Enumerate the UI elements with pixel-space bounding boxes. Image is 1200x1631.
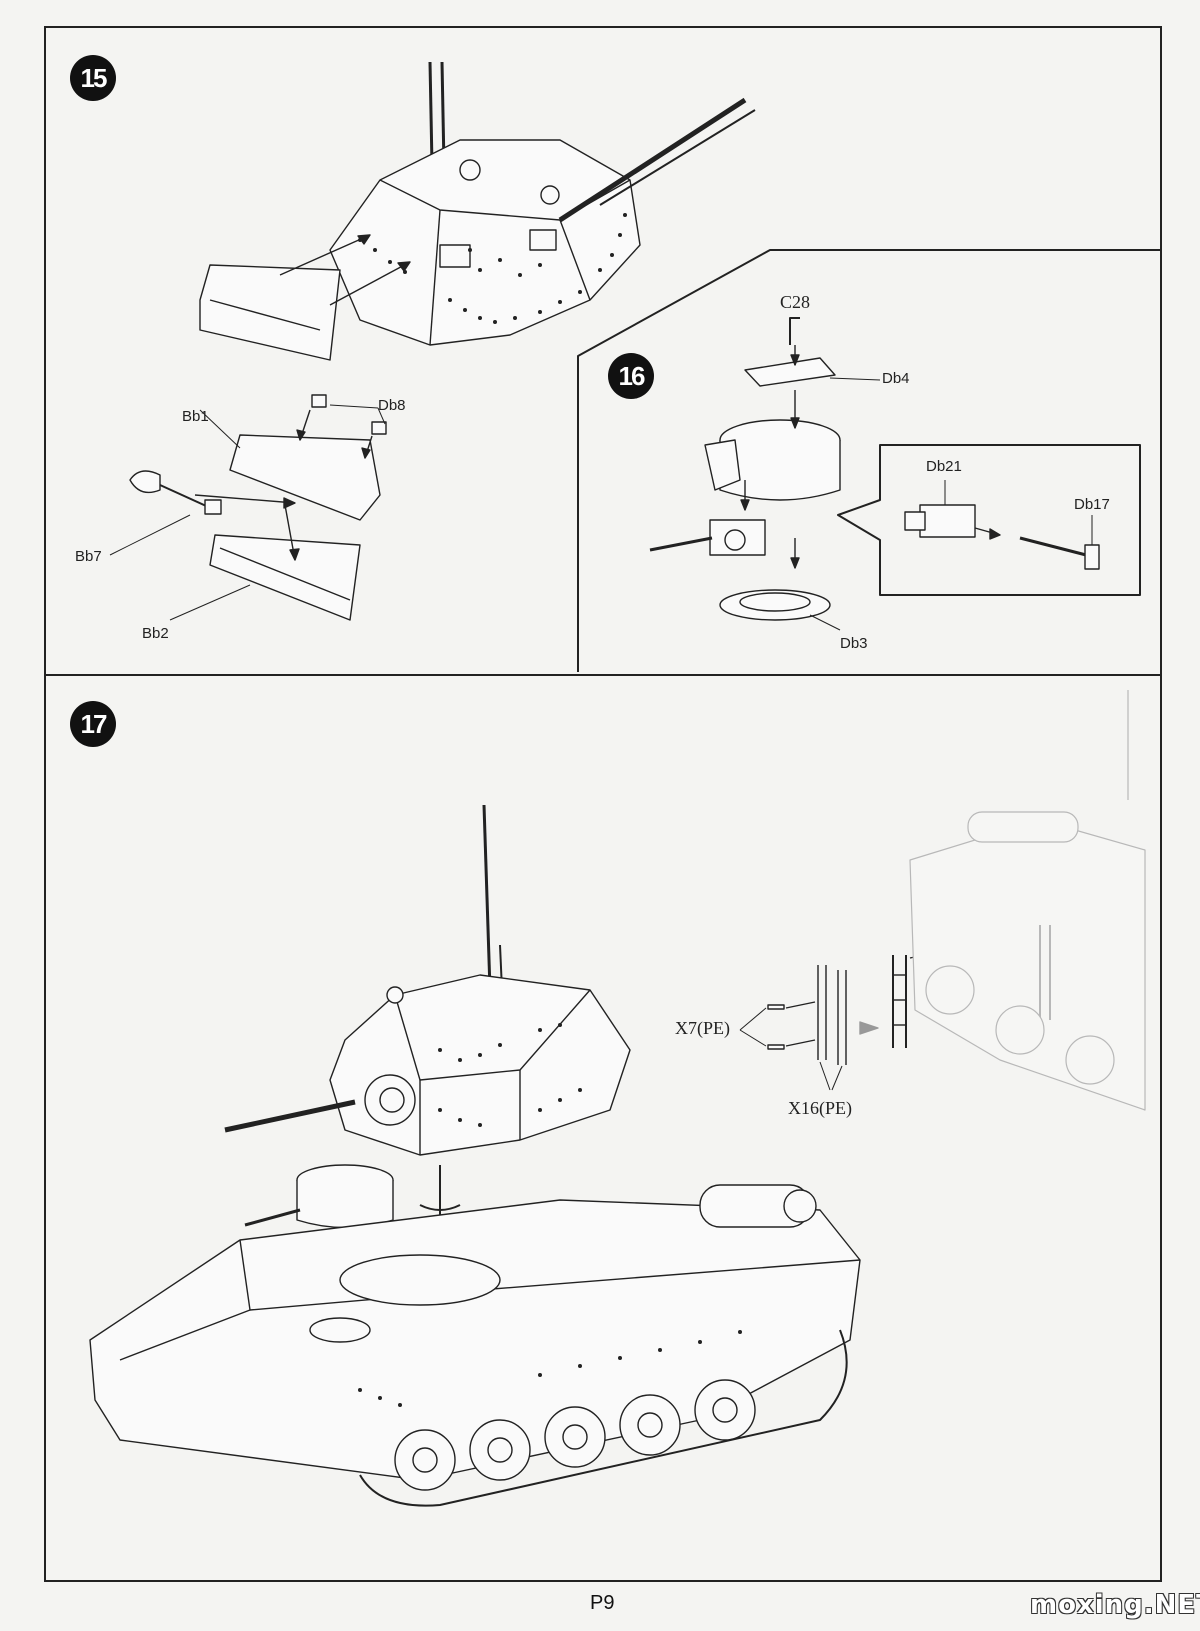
step-15-badge: 15: [70, 55, 116, 101]
step-16-badge: 16: [608, 353, 654, 399]
part-label-c28: C28: [780, 292, 811, 312]
step15-bin-parts: [109, 394, 387, 621]
part-label-bb7: Bb7: [75, 548, 102, 565]
step-17-panel: [44, 674, 1162, 1582]
direction-arrow: [859, 1021, 879, 1035]
tank-turret: [329, 139, 641, 346]
step17-tank-drawing: [89, 804, 861, 1507]
part-label-x7: X7(PE): [675, 1018, 730, 1038]
part-label-db21: Db21: [926, 458, 962, 475]
part-label-db4: Db4: [882, 370, 910, 387]
rear-tank-ghost: [909, 690, 1146, 1111]
part-label-bb1: Bb1: [182, 408, 209, 425]
step-16-panel: [577, 249, 1162, 672]
step-17-badge: 17: [70, 701, 116, 747]
part-label-db8: Db8: [378, 397, 406, 414]
part-label-x16: X16(PE): [788, 1098, 852, 1118]
step15-turret-drawing: [199, 61, 756, 361]
watermark: moxing.NET: [1030, 1590, 1200, 1620]
step16-detail-box: [837, 444, 1141, 596]
part-label-bb2: Bb2: [142, 625, 169, 642]
part-label-db3: Db3: [840, 635, 868, 652]
road-wheels: [394, 1379, 756, 1491]
step16-cupola-drawing: [649, 317, 881, 631]
page-number: P9: [590, 1592, 615, 1614]
part-label-db17: Db17: [1074, 496, 1110, 513]
tank-turret: [329, 974, 631, 1156]
